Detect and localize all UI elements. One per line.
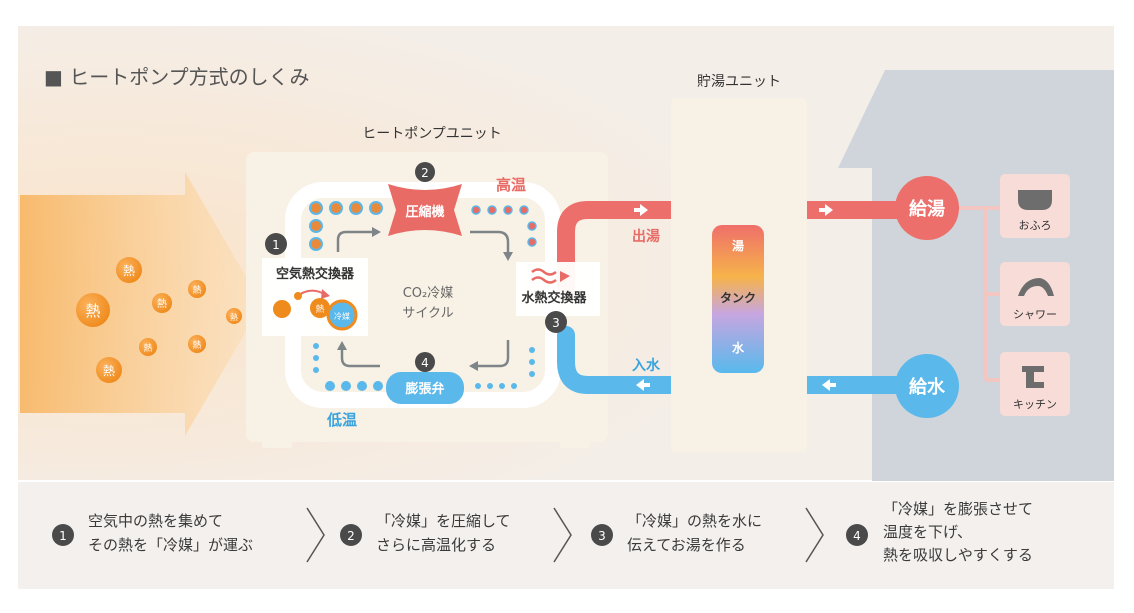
step-2: 2 「冷媒」を圧縮して さらに高温化する	[340, 512, 511, 554]
water-heat-exchanger: 水熱交換器	[516, 262, 600, 316]
co2-cycle-label-line1: CO₂冷媒	[403, 286, 454, 301]
hot-supply-node: 給湯	[895, 176, 959, 240]
refrigerant-ball	[326, 299, 358, 331]
step-separator	[306, 507, 325, 563]
svg-text:熱: 熱	[192, 339, 201, 351]
svg-text:その熱を「冷媒」が運ぶ: その熱を「冷媒」が運ぶ	[88, 536, 253, 554]
cold-refrigerant-dots	[313, 343, 535, 391]
svg-text:熱を吸収しやすくする: 熱を吸収しやすくする	[883, 546, 1033, 564]
svg-text:熱: 熱	[103, 364, 115, 378]
svg-text:3: 3	[598, 529, 606, 543]
compressor: 圧縮機	[388, 184, 462, 236]
svg-text:シャワー: シャワー	[1013, 308, 1057, 321]
high-temp-label: 高温	[496, 176, 526, 194]
heat-ball: 熱	[226, 308, 242, 324]
svg-text:1: 1	[272, 238, 280, 252]
svg-text:熱: 熱	[230, 312, 238, 322]
svg-text:熱: 熱	[315, 303, 324, 315]
svg-text:熱: 熱	[192, 284, 201, 296]
step-3: 3 「冷媒」の熱を水に 伝えてお湯を作る	[591, 512, 762, 554]
tank: 湯 タンク 水	[712, 225, 764, 373]
step-4: 4 「冷媒」を膨張させて 温度を下げ、 熱を吸収しやすくする	[846, 500, 1033, 564]
bathtub-icon	[1018, 190, 1052, 210]
heat-ball: 熱	[188, 280, 206, 298]
air-heat-exchanger: 空気熱交換器 熱 冷媒	[262, 258, 368, 336]
fixture-connectors	[959, 206, 1000, 382]
expansion-valve: 膨張弁	[386, 372, 464, 404]
svg-text:「冷媒」を圧縮して: 「冷媒」を圧縮して	[376, 512, 511, 530]
svg-text:「冷媒」を膨張させて: 「冷媒」を膨張させて	[883, 500, 1033, 518]
hot-out-label: 出湯	[632, 228, 660, 245]
heat-in-refrigerant	[310, 298, 330, 318]
faucet-icon	[1022, 366, 1044, 388]
heat-ball: 熱	[96, 357, 122, 383]
co2-cycle-label-line2: サイクル	[402, 306, 453, 321]
step-separator	[805, 507, 824, 563]
heat-balls: 熱 熱 熱 熱 熱 熱 熱 熱	[76, 257, 242, 383]
svg-text:さらに高温化する: さらに高温化する	[376, 536, 496, 554]
svg-text:4: 4	[853, 529, 861, 543]
svg-text:「冷媒」の熱を水に: 「冷媒」の熱を水に	[627, 512, 762, 530]
svg-text:熱: 熱	[85, 302, 100, 320]
step2-badge: 2	[415, 162, 435, 182]
svg-text:冷媒: 冷媒	[334, 311, 350, 321]
svg-text:1: 1	[59, 529, 67, 543]
svg-text:4: 4	[421, 356, 429, 370]
tank-hot-label: 湯	[732, 238, 744, 253]
step1-badge: 1	[265, 233, 287, 255]
step-1: 1 空気中の熱を集めて その熱を「冷媒」が運ぶ	[52, 512, 253, 554]
heat-pump-unit-label: ヒートポンプユニット	[362, 126, 502, 142]
heat-ball: 熱	[152, 293, 172, 313]
svg-text:熱: 熱	[157, 297, 167, 310]
svg-text:膨張弁: 膨張弁	[404, 381, 444, 397]
air-intake-arrow	[20, 172, 262, 436]
cycle-arrows	[336, 227, 513, 371]
air-exchanger-label: 空気熱交換器	[276, 266, 355, 282]
heat-ball: 熱	[76, 293, 110, 327]
svg-text:3: 3	[552, 316, 560, 330]
svg-text:伝えてお湯を作る: 伝えてお湯を作る	[627, 536, 746, 554]
svg-text:給湯: 給湯	[909, 198, 945, 220]
svg-text:温度を下げ、: 温度を下げ、	[883, 523, 972, 541]
water-in-label: 入水	[632, 357, 661, 374]
svg-text:2: 2	[347, 529, 355, 543]
svg-text:2: 2	[421, 166, 429, 180]
tank-water-label: 水	[732, 340, 745, 355]
step-separator	[553, 507, 572, 563]
heat-ball: 熱	[139, 338, 157, 356]
step3-badge: 3	[545, 311, 567, 333]
heat-ball: 熱	[116, 257, 142, 283]
step4-badge: 4	[415, 352, 435, 372]
fixture-shower: シャワー	[1000, 262, 1070, 326]
tank-label: タンク	[720, 291, 756, 305]
steps-panel	[18, 481, 1114, 589]
heat-ball: 熱	[188, 335, 206, 353]
svg-text:熱: 熱	[143, 342, 152, 354]
svg-text:空気中の熱を集めて: 空気中の熱を集めて	[88, 512, 223, 530]
house-silhouette	[838, 70, 1114, 481]
svg-text:キッチン: キッチン	[1013, 398, 1057, 411]
diagram-title: ■ ヒートポンプ方式のしくみ	[44, 65, 309, 89]
svg-text:給水: 給水	[909, 376, 946, 398]
storage-unit-label: 貯湯ユニット	[697, 73, 781, 90]
shower-icon	[1018, 278, 1054, 296]
svg-text:熱: 熱	[123, 264, 135, 278]
low-temp-label: 低温	[326, 411, 357, 429]
fixture-bath: おふろ	[1000, 174, 1070, 238]
water-supply-node: 給水	[895, 354, 959, 418]
fixture-kitchen: キッチン	[1000, 352, 1070, 416]
compressor-label: 圧縮機	[405, 204, 444, 220]
hot-refrigerant-dots	[309, 201, 537, 251]
pipe-flow-arrows	[634, 204, 836, 391]
svg-text:水熱交換器: 水熱交換器	[521, 290, 587, 306]
svg-text:おふろ: おふろ	[1019, 219, 1052, 232]
